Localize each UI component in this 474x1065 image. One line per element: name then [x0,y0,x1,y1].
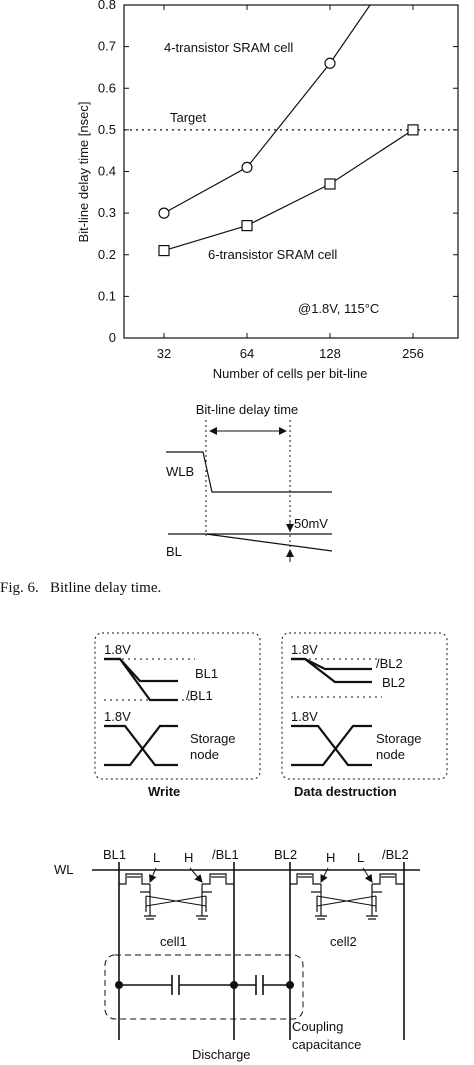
write-panel-frame [94,632,261,780]
data-point-4t [158,207,170,219]
write-node-fall [104,724,178,767]
cell1-l-label: L [153,850,160,865]
bl1-label: BL1 [103,847,126,862]
y-tick-label: 0.8 [98,0,116,12]
coupling-region-frame [104,954,304,1020]
write-v1: 1.8V [104,642,131,657]
y-tick-label: 0.2 [98,247,116,262]
timing-diagram: Bit-line delay time WLB 50mV BL [166,402,333,562]
y-tick-label: 0 [109,330,116,345]
series-line-0 [163,5,371,214]
series-label-4t: 4-transistor SRAM cell [164,40,293,55]
series-line-1 [163,129,414,252]
bl-waveform [205,533,333,552]
coupling-label-1: Coupling [292,1019,343,1034]
conditions-annotation: @1.8V, 115°C [298,301,379,316]
data-point-6t [407,124,419,136]
y-tick-label: 0.5 [98,122,116,137]
write-bl-label: BL1 [195,666,218,681]
write-title: Write [148,784,180,799]
write-storage-1: Storage [190,731,236,746]
write-bl-wave [104,657,178,683]
figure-caption: Fig. 6. Bitline delay time. [0,580,161,596]
series-layer [158,5,419,257]
destruction-node-rise [291,724,372,767]
data-point-4t [324,57,336,69]
destruction-nbl-wave [291,657,372,671]
nbl1-label: /BL1 [212,847,239,862]
wlb-waveform [166,451,332,493]
y-tick-label: 0.4 [98,164,116,179]
data-point-4t [241,161,253,173]
write-node-rise [104,724,178,767]
coupling-label-2: capacitance [292,1037,361,1052]
write-nbl-wave [104,657,178,702]
destruction-bl-label: BL2 [382,675,405,690]
wl-label: WL [54,862,74,877]
node-bl1 [115,981,123,989]
destruction-node-fall [291,724,372,767]
y-tick-label: 0.6 [98,80,116,95]
sram-circuit: WL BL1 /BL1 BL2 /BL2 L H cell1 [54,847,420,1062]
delay-time-title: Bit-line delay time [196,402,299,417]
node-nbl1 [230,981,238,989]
destruction-panel-frame [281,632,448,780]
y-tick-label: 0.7 [98,39,116,54]
discharge-label: Discharge [192,1047,251,1062]
y-tick-label: 0.3 [98,205,116,220]
x-tick-label: 64 [240,346,254,361]
cell2-label: cell2 [330,934,357,949]
destruction-nbl-label: /BL2 [376,656,403,671]
destruction-title: Data destruction [294,784,397,799]
node-bl2 [286,981,294,989]
x-tick-label: 128 [319,346,341,361]
x-tick-label: 256 [402,346,424,361]
y-axis-ticks: 0 0.1 0.2 0.3 0.4 0.5 0.6 0.7 0.8 [98,0,458,345]
data-point-6t [324,178,336,190]
bl-label: BL [166,544,182,559]
data-destruction-panel: 1.8V /BL2 BL2 1.8V Storage node Data des… [281,632,448,799]
destruction-storage-2: node [376,747,405,762]
write-panel: 1.8V BL1 /BL1 1.8V Storage node Write [94,632,261,799]
write-storage-2: node [190,747,219,762]
delta-label: 50mV [294,516,328,531]
cell2-transistors [290,867,404,920]
cell1-h-label: H [184,850,193,865]
x-axis-ticks: 32 64 128 256 [157,5,424,361]
data-point-6t [158,244,170,257]
y-tick-label: 0.1 [98,288,116,303]
cell2-h-label: H [326,850,335,865]
wlb-label: WLB [166,464,194,479]
cell1-label: cell1 [160,934,187,949]
y-axis-label: Bit-line delay time [nsec] [76,102,91,243]
x-tick-label: 32 [157,346,171,361]
delay-chart: 0 0.1 0.2 0.3 0.4 0.5 0.6 0.7 0.8 32 64 128 256 Tar… [76,0,459,381]
target-label: Target [170,110,207,125]
destruction-v1: 1.8V [291,642,318,657]
data-point-6t [241,220,253,232]
nbl2-label: /BL2 [382,847,409,862]
destruction-bl-wave [291,657,372,684]
cell2-l-label: L [357,850,364,865]
bl2-label: BL2 [274,847,297,862]
write-v2: 1.8V [104,709,131,724]
series-label-6t: 6-transistor SRAM cell [208,247,337,262]
x-axis-label: Number of cells per bit-line [213,366,368,381]
cell1-transistors [119,867,234,920]
destruction-v2: 1.8V [291,709,318,724]
destruction-storage-1: Storage [376,731,422,746]
write-nbl-label: /BL1 [186,688,213,703]
